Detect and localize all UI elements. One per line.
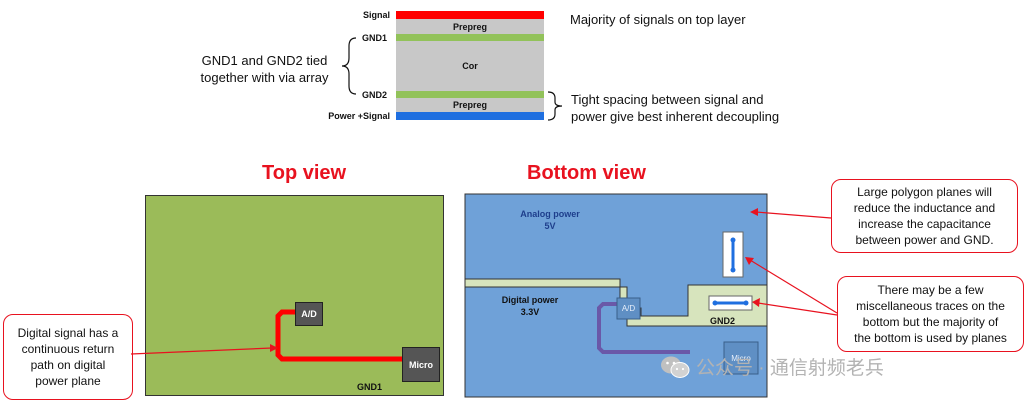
misc-traces-callout: There may be a few miscellaneous traces … [837, 276, 1024, 352]
arrowhead-traces-vertical [745, 257, 754, 265]
callout-line: continuous return [21, 342, 115, 356]
callout-line: There may be a few [877, 283, 984, 297]
analog-power-voltage: 5V [544, 221, 556, 231]
signal-layer [396, 11, 544, 19]
callout-line: between power and GND. [855, 233, 994, 247]
arrowhead-digital-signal [270, 344, 278, 352]
watermark-text: 公众号 · 通信射频老兵 [696, 358, 884, 379]
prepreg-bottom-label: Prepreg [452, 100, 487, 110]
bottom-view-title: Bottom view [527, 162, 646, 184]
callout-line: reduce the inductance and [853, 201, 996, 215]
gnd2-label: GND2 [361, 90, 387, 100]
digital-signal-callout: Digital signal has a continuous return p… [3, 314, 133, 400]
top-view-title: Top view [262, 162, 347, 184]
via-dot [712, 300, 718, 306]
prepreg-bottom-layer: Prepreg [396, 98, 544, 112]
power-signal-label: Power +Signal [328, 111, 390, 121]
callout-line: increase the capacitance [858, 217, 991, 231]
gnd2-layer [396, 91, 544, 98]
prepreg-top-layer: Prepreg [396, 19, 544, 34]
top-micro-chip: Micro [402, 347, 440, 382]
bottom-micro-label: Micro [731, 353, 751, 363]
left-brace [341, 37, 357, 95]
power-signal-layer [396, 112, 544, 120]
digital-power-label: Digital power 3.3V [480, 294, 580, 318]
via-dot [730, 267, 736, 273]
gnd-tied-note: GND1 and GND2 tied together with via arr… [192, 52, 337, 86]
wechat-icon [661, 356, 690, 378]
arrow-traces-horizontal [757, 302, 838, 316]
core-label: Cor [462, 61, 478, 71]
gnd-tied-note-line: together with via array [200, 70, 329, 85]
analog-power-label: Analog power 5V [500, 208, 600, 232]
top-ad-chip: A/D [295, 302, 323, 326]
digital-power-text: Digital power [501, 295, 559, 305]
decoupling-note: Tight spacing between signal and power g… [571, 91, 779, 125]
gnd1-layer [396, 34, 544, 41]
core-layer: Cor [396, 41, 544, 91]
top-ad-label: A/D [301, 309, 317, 319]
watermark: 公众号 · 通信射频老兵 [660, 353, 884, 380]
bottom-ad-chip [616, 297, 641, 320]
callout-line: power plane [35, 374, 101, 388]
digital-power-voltage: 3.3V [520, 307, 540, 317]
callout-line: Digital signal has a [17, 326, 119, 340]
arrow-planes [755, 211, 832, 219]
top-layer-note: Majority of signals on top layer [570, 12, 746, 27]
decoupling-note-line: Tight spacing between signal and [571, 92, 764, 107]
bottom-gnd2-label: GND2 [710, 316, 736, 326]
top-gnd1-label: GND1 [357, 382, 383, 392]
analog-power-text: Analog power [520, 209, 580, 219]
signal-label: Signal [362, 10, 390, 20]
polygon-planes-callout: Large polygon planes will reduce the ind… [831, 179, 1018, 253]
callout-line: bottom but the majority of [862, 315, 999, 329]
callout-line: Large polygon planes will [857, 185, 992, 199]
via-dot [743, 300, 749, 306]
arrowhead-planes [750, 208, 758, 216]
bottom-digital-trace [597, 302, 690, 354]
right-brace [547, 91, 563, 121]
decoupling-note-line: power give best inherent decoupling [571, 109, 780, 124]
callout-line: miscellaneous traces on the [856, 299, 1005, 313]
arrow-digital-signal [130, 347, 273, 355]
top-view-board [145, 195, 444, 396]
top-micro-label: Micro [408, 359, 433, 370]
gnd-tied-note-line: GND1 and GND2 tied [201, 53, 328, 68]
arrowhead-traces-horizontal [752, 298, 760, 307]
bottom-ad-label: A/D [621, 304, 636, 313]
callout-line: the bottom is used by planes [854, 331, 1007, 345]
bottom-micro-chip [723, 341, 759, 375]
prepreg-top-label: Prepreg [452, 21, 487, 32]
via-dot [730, 237, 736, 243]
top-digital-trace [275, 309, 404, 362]
arrow-traces-vertical [749, 259, 838, 314]
gnd1-label: GND1 [361, 33, 387, 43]
callout-line: path on digital [30, 358, 106, 372]
